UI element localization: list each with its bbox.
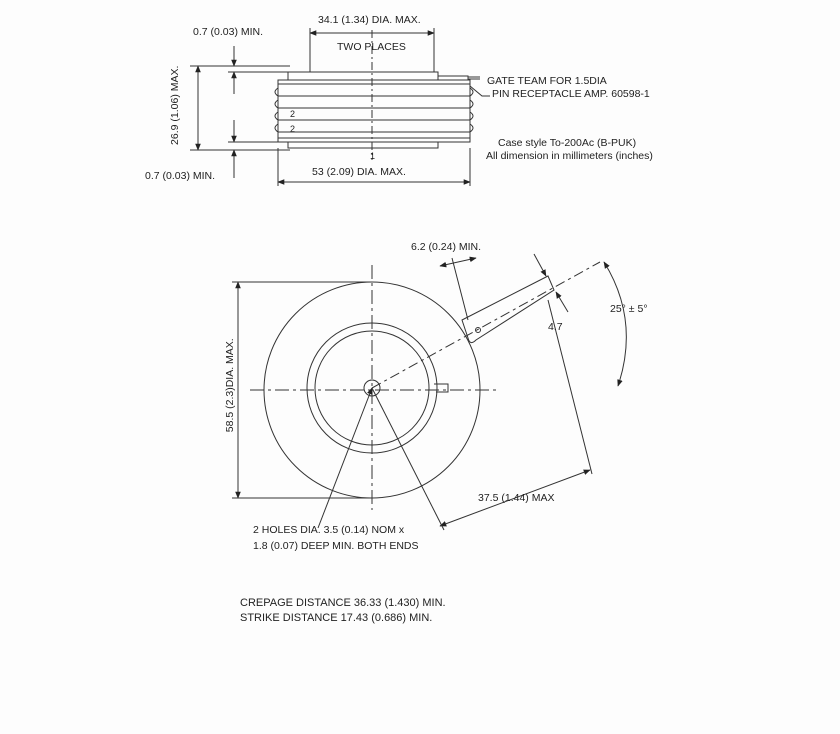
- gate-line1-label: GATE TEAM FOR 1.5DIA: [487, 75, 607, 87]
- gate-width-label: 6.2 (0.24) MIN.: [411, 241, 482, 253]
- dim-gate-width-ext-a: [452, 258, 468, 320]
- strike-note: STRIKE DISTANCE 17.43 (0.686) MIN.: [240, 612, 433, 624]
- dims-note-label: All dimension in millimeters (inches): [486, 150, 653, 162]
- two-places-label: TWO PLACES: [337, 41, 406, 53]
- gate-axis: [372, 262, 600, 388]
- gate-pin: [468, 77, 480, 79]
- bottom-min-label: 0.7 (0.03) MIN.: [145, 170, 216, 182]
- top-dia-label: 34.1 (1.34) DIA. MAX.: [318, 14, 421, 26]
- mark-1-label: 1: [370, 151, 376, 161]
- dim-length: [439, 470, 591, 526]
- dim-length-ext-b: [372, 388, 444, 530]
- gate-leader: [470, 86, 490, 96]
- crepage-note: CREPAGE DISTANCE 36.33 (1.430) MIN.: [240, 597, 446, 609]
- gate-thick-label: 4.7: [548, 321, 563, 333]
- top-pole-face: [288, 72, 438, 80]
- gate-tab: [438, 76, 468, 80]
- dim-gate-thick-a: [534, 254, 546, 277]
- holes-leader: [318, 387, 372, 528]
- bottom-dia-label: 53 (2.09) DIA. MAX.: [312, 166, 406, 178]
- gate-line2-label: PIN RECEPTACLE AMP. 60598-1: [492, 88, 650, 100]
- housing-body: [278, 80, 470, 142]
- dim-gate-thick-b: [556, 291, 568, 312]
- mark-2b-label: 2: [290, 124, 296, 134]
- top-view: [232, 254, 626, 530]
- dim-gate-width: [439, 256, 477, 268]
- side-view: [190, 28, 490, 186]
- diameter-label: 58.5 (2.3)DIA. MAX.: [223, 338, 236, 433]
- holes-line1-label: 2 HOLES DIA. 3.5 (0.14) NOM x: [253, 524, 405, 536]
- dim-length-ext: [548, 300, 592, 474]
- rib-1: [275, 88, 473, 96]
- mark-2a-label: 2: [290, 109, 296, 119]
- bottom-pole-face: [288, 142, 438, 148]
- rib-3: [275, 112, 473, 120]
- rib-4: [275, 124, 473, 132]
- gate-length-label: 37.5 (1.44) MAX: [478, 492, 555, 504]
- holes-line2-label: 1.8 (0.07) DEEP MIN. BOTH ENDS: [253, 540, 419, 552]
- gate-eyelet: [476, 328, 481, 333]
- case-style-label: Case style To-200Ac (B-PUK): [498, 137, 637, 149]
- ring-notch: [434, 384, 448, 392]
- gate-arm: [462, 276, 554, 343]
- rib-2: [275, 100, 473, 108]
- height-label: 26.9 (1.06) MAX.: [168, 65, 181, 145]
- angle-label: 25° ± 5°: [610, 303, 648, 315]
- top-min-label: 0.7 (0.03) MIN.: [193, 26, 264, 38]
- angle-arc: [604, 261, 626, 387]
